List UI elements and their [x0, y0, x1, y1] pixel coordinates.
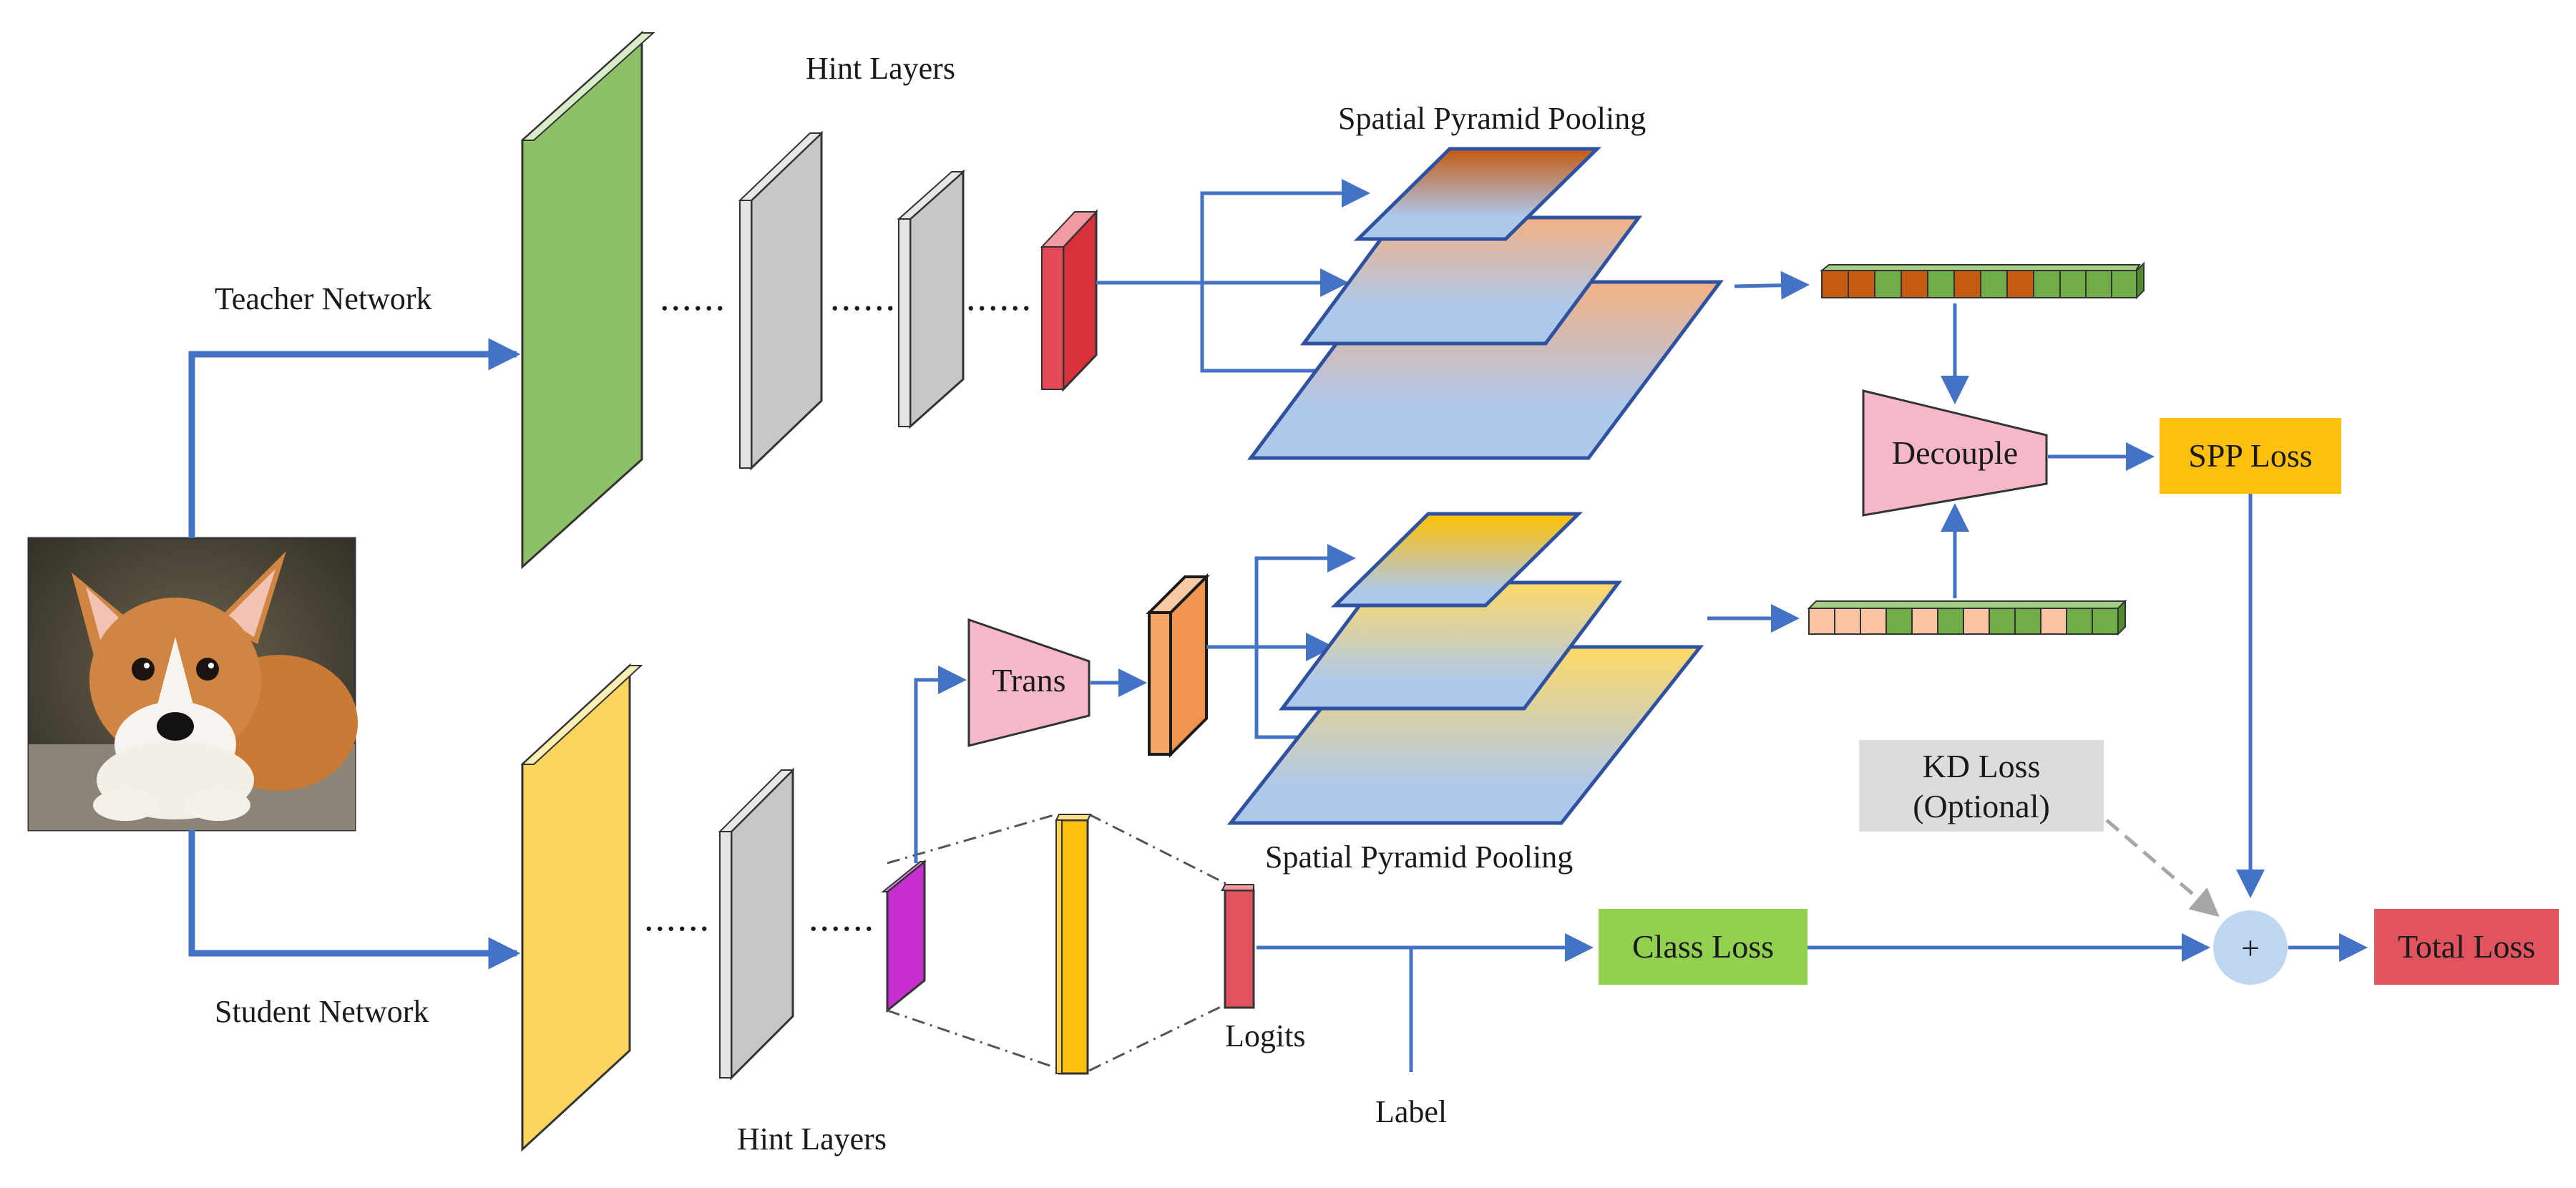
teacher-feature-vector: [1820, 261, 2145, 300]
total-loss-block: Total Loss: [2374, 909, 2559, 985]
sum-node: +: [2213, 910, 2288, 985]
student-hint-feature: [881, 859, 927, 1013]
class-loss-label: Class Loss: [1632, 928, 1774, 965]
spp-top-arrow-large: [1200, 283, 1322, 373]
student-dots-2: ......: [809, 896, 875, 939]
student-transformed-feature: [1146, 573, 1210, 758]
logits-block: [1221, 884, 1255, 1009]
hint-to-trans-arrow: [914, 666, 967, 863]
class-loss-block: Class Loss: [1599, 909, 1807, 985]
total-loss-label: Total Loss: [2398, 928, 2535, 965]
kd-loss-block: KD Loss (Optional): [1859, 740, 2104, 832]
kd-loss-label-line2: (Optional): [1913, 788, 2050, 824]
trans-block: Trans: [967, 618, 1091, 747]
decouple-block: Decouple: [1862, 389, 2048, 517]
teacher-dots-2: ......: [830, 276, 897, 318]
student-dots-1: ......: [644, 896, 711, 939]
trans-label: Trans: [992, 662, 1065, 698]
hint-layers-bottom-label: Hint Layers: [737, 1121, 887, 1157]
spp-top-to-vector-arrow: [1734, 271, 1810, 300]
teacher-hint-layer-1: [738, 130, 824, 471]
label-text: Label: [1375, 1094, 1447, 1129]
projection-line-bottom-right: [1088, 1002, 1229, 1072]
projection-line-top-right: [1088, 813, 1229, 886]
student-network-label: Student Network: [215, 994, 429, 1029]
student-fc-layer: [1055, 814, 1092, 1075]
student-branch-arrow: [188, 830, 521, 970]
spp-bottom-arrow-small: [1206, 544, 1356, 649]
teacher-output-feature: [1040, 209, 1098, 392]
logits-label: Logits: [1225, 1018, 1305, 1053]
decouple-label: Decouple: [1892, 434, 2018, 471]
spp-top-label: Spatial Pyramid Pooling: [1338, 101, 1646, 136]
spp-bottom-label: Spatial Pyramid Pooling: [1265, 839, 1573, 875]
kd-loss-to-sum-arrow: [2105, 819, 2220, 917]
spp-bottom-arrow-large: [1254, 647, 1298, 739]
projection-line-bottom-left: [887, 1009, 1057, 1069]
teacher-network-label: Teacher Network: [215, 281, 432, 316]
kd-loss-label-line1: KD Loss: [1923, 748, 2041, 784]
spp-bottom-level-small: [1330, 512, 1584, 608]
teacher-dots-1: ......: [660, 276, 726, 318]
spp-top-level-small: [1353, 147, 1602, 241]
spp-top-level-mid: [1300, 215, 1642, 346]
spp-loss-block: SPP Loss: [2160, 418, 2341, 494]
plus-label: +: [2241, 930, 2260, 966]
projection-line-top-left: [887, 813, 1057, 865]
student-hint-layer: [718, 767, 795, 1081]
spp-loss-label: SPP Loss: [2188, 437, 2312, 474]
teacher-first-layer: [520, 30, 655, 570]
spp-bottom-level-mid: [1279, 580, 1622, 711]
spp-top-arrow-small: [1096, 179, 1370, 285]
teacher-hint-layer-2: [897, 169, 965, 429]
hint-layers-top-label: Hint Layers: [806, 51, 955, 86]
teacher-branch-arrow: [188, 338, 521, 538]
teacher-dots-3: ......: [966, 276, 1033, 318]
student-first-layer: [520, 663, 643, 1152]
student-feature-vector: [1807, 599, 2127, 636]
input-image: [27, 537, 358, 832]
